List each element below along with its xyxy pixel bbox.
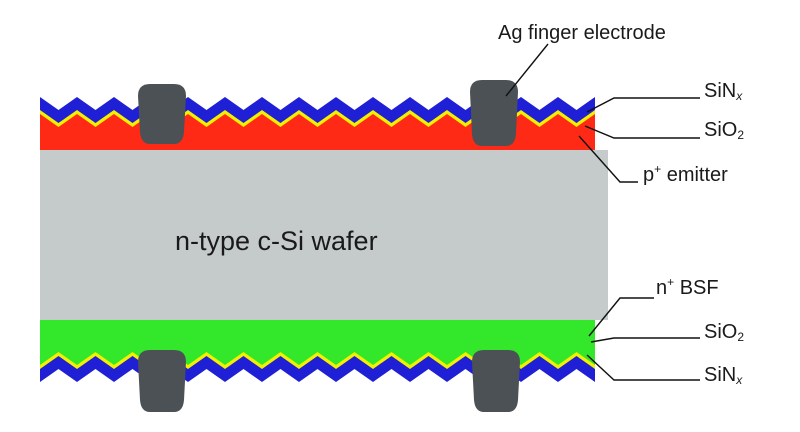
top-sio2-label: SiO2 <box>704 119 744 141</box>
label-subscript: x <box>736 89 743 103</box>
electrode-label: Ag finger electrode <box>498 22 666 44</box>
bottom-electrode-right <box>472 350 520 412</box>
label-superscript: + <box>654 162 662 176</box>
label-subscript: 2 <box>737 128 745 142</box>
leader-lines <box>505 43 700 381</box>
wafer-body <box>40 150 608 320</box>
wafer-label: n-type c-Si wafer <box>175 226 378 256</box>
label-base: SiO <box>704 321 738 343</box>
electrodes <box>138 80 520 412</box>
bottom-sinx-label: SiNx <box>704 364 742 386</box>
top-sio2-leader-line <box>584 125 700 139</box>
label-base: SiN <box>704 364 737 386</box>
label-subscript: 2 <box>737 330 745 344</box>
bsf-leader-line <box>588 297 654 337</box>
bsf-label: n+ BSF <box>656 275 719 299</box>
top-electrode-left <box>138 84 186 144</box>
bottom-electrode-left <box>138 350 186 412</box>
top-sinx-label: SiNx <box>704 80 742 102</box>
label-base: p <box>643 164 655 186</box>
label-rest: BSF <box>674 277 719 299</box>
label-subscript: x <box>736 373 743 387</box>
label-superscript: + <box>667 275 675 289</box>
label-base: SiN <box>704 80 737 102</box>
label-base: n <box>656 277 668 299</box>
bottom-sio2-label: SiO2 <box>704 321 744 343</box>
electrode-leader-line <box>505 43 549 97</box>
bottom-sio2-leader-line <box>590 337 700 343</box>
label-rest: emitter <box>661 164 728 186</box>
emitter-label: p+ emitter <box>643 162 728 186</box>
label-base: SiO <box>704 119 738 141</box>
emitter-leader-line <box>578 135 638 183</box>
top-electrode-right <box>470 80 518 146</box>
top-sinx-leader-line <box>586 97 700 113</box>
bottom-sinx-leader-line <box>586 354 700 381</box>
